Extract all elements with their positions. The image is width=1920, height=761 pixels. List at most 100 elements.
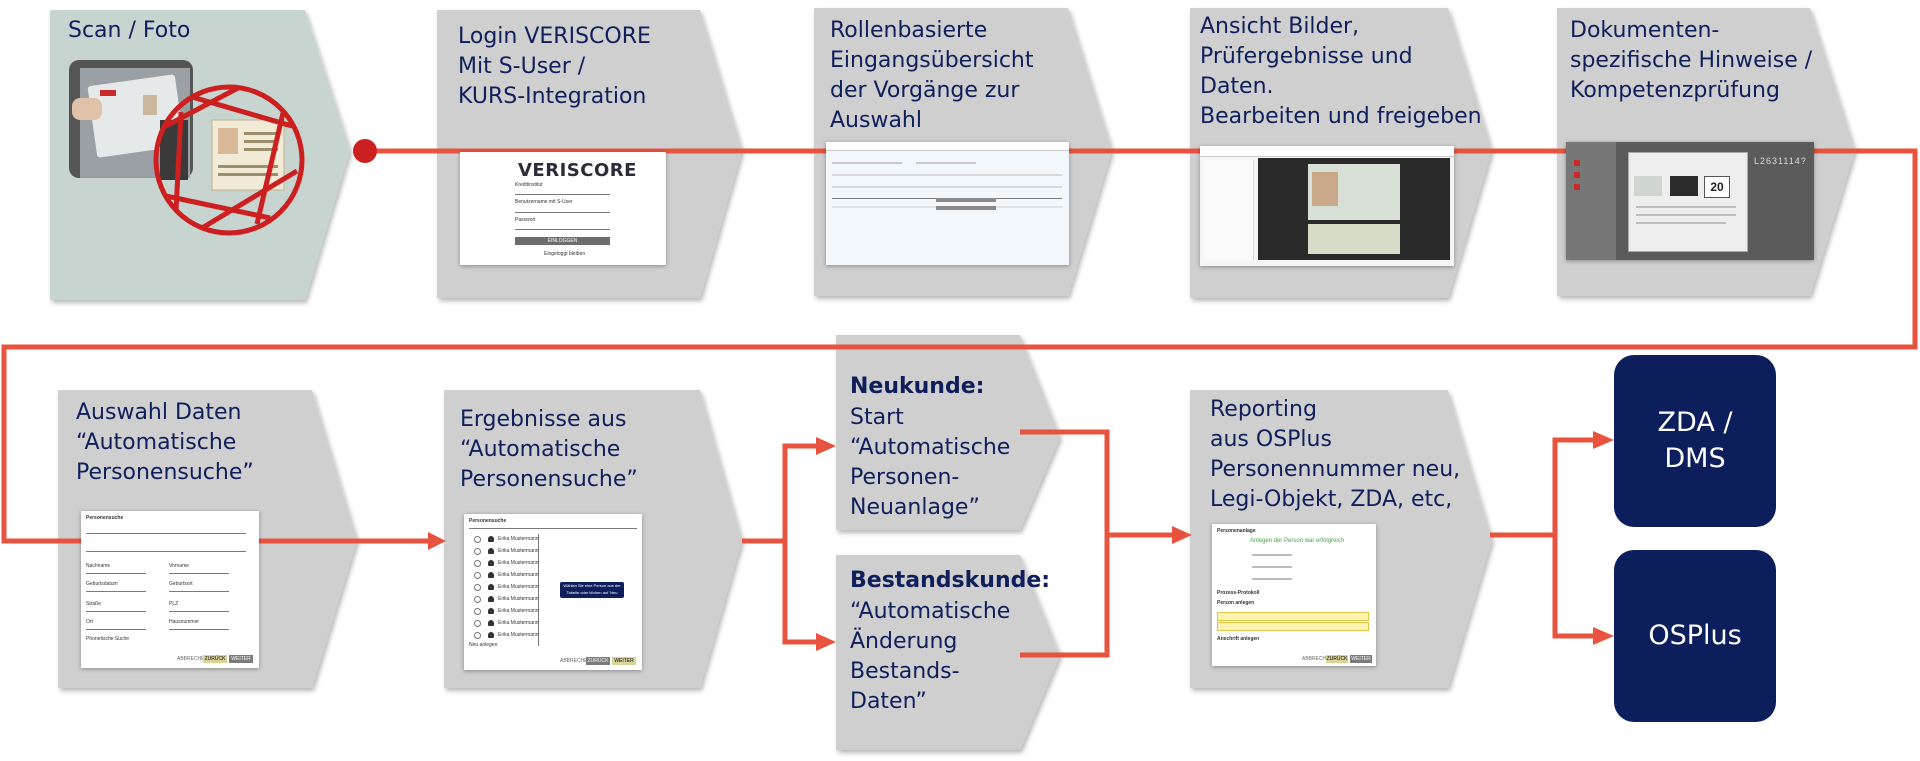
result-row-name: Erika Mustermann xyxy=(498,548,539,554)
person-icon xyxy=(488,560,494,566)
login-field-label: Passwort xyxy=(515,217,536,223)
person-icon xyxy=(488,596,494,602)
results-title: Personensuche xyxy=(469,518,507,524)
result-radio xyxy=(474,572,481,579)
stay-logged-in-checkbox: Eingeloggt bleiben xyxy=(544,251,586,257)
step-overview-label: Rollenbasierte Eingangsübersicht der Vor… xyxy=(830,18,1034,133)
login-button: EINLOGGEN xyxy=(515,237,610,245)
chevron-new-customer xyxy=(836,335,1060,530)
chevron-existing-customer xyxy=(836,555,1060,750)
result-row-name: Erika Mustermann xyxy=(498,584,539,590)
process-protocol-heading: Prozess-Protokoll xyxy=(1217,590,1260,596)
login-field-line xyxy=(515,212,610,213)
cancel-button: ABBRECHEN xyxy=(177,656,209,662)
step-search-results-label: Ergebnisse aus “Automatische Personensuc… xyxy=(460,407,638,492)
step-reporting-label: Reporting aus OSPlus Personennummer neu,… xyxy=(1210,397,1461,512)
review-screenshot xyxy=(1200,146,1454,266)
arrow-head-icon xyxy=(816,437,836,455)
step-existing-customer-label: “Automatische Änderung Bestands- Daten” xyxy=(850,599,1011,714)
arrow-head-icon xyxy=(428,532,446,550)
login-field-label: Kreditinstitut xyxy=(515,182,543,188)
arrow-head-icon xyxy=(816,633,836,651)
target-zda-dms: ZDA / DMS xyxy=(1614,355,1776,527)
form-field-label: PLZ xyxy=(169,601,179,607)
connector-split xyxy=(742,443,818,544)
result-row-name: Erika Mustermann xyxy=(498,572,539,578)
result-row-name: Erika Mustermann xyxy=(498,608,539,614)
step-new-customer-title: Neukunde: xyxy=(850,374,985,399)
person-search-results-screenshot: Personensuche Wählen Sie eine Person aus… xyxy=(464,514,642,670)
person-icon xyxy=(488,620,494,626)
success-banner: Anlegen der Person war erfolgreich xyxy=(1250,538,1345,544)
camera-aperture-icon xyxy=(153,84,305,236)
back-button: ZURÜCK xyxy=(1326,655,1348,663)
login-field-label: Benutzername mit S-User xyxy=(515,199,573,205)
address-create-heading: Anschrift anlegen xyxy=(1217,636,1260,642)
result-row-name: Erika Mustermann xyxy=(498,596,539,602)
form-field-label: Straße xyxy=(86,601,102,607)
next-button: WEITER xyxy=(1350,655,1372,663)
person-icon xyxy=(488,584,494,590)
back-button: ZURÜCK xyxy=(586,657,610,665)
create-new-checkbox: Neu anlegen xyxy=(469,642,498,648)
next-button: WEITER xyxy=(229,655,253,663)
person-icon xyxy=(488,572,494,578)
connector-split-lower xyxy=(782,541,818,645)
competence-screenshot: 20 L2631114? xyxy=(1566,142,1814,260)
cancel-button: ABBRECHEN xyxy=(1302,656,1334,662)
next-button: WEITER xyxy=(612,657,636,665)
veriscore-logo: VERISCORE xyxy=(518,160,637,181)
person-icon xyxy=(488,632,494,638)
form-field-label: Hausnummer xyxy=(169,619,200,625)
result-row-name: Erika Mustermann xyxy=(498,620,539,626)
start-dot-icon xyxy=(353,139,377,163)
result-radio xyxy=(474,632,481,639)
result-radio xyxy=(474,560,481,567)
form-field-label: Ort xyxy=(86,619,93,625)
selection-hint: Wählen Sie eine Person aus der Tabelle o… xyxy=(560,582,624,602)
form-field-label: Vorname xyxy=(169,563,190,569)
person-search-form-screenshot: Personensuche Nachname Vorname Geburtsda… xyxy=(81,511,259,668)
document-number: L2631114? xyxy=(1754,156,1807,166)
result-radio xyxy=(474,620,481,627)
arrow-head-icon xyxy=(1172,526,1192,544)
person-icon xyxy=(488,608,494,614)
arrow-head-icon xyxy=(1593,627,1614,645)
target-osplus: OSPlus xyxy=(1614,550,1776,722)
form-field-label: Nachname xyxy=(86,563,111,569)
step-competence-label: Dokumenten- spezifische Hinweise / Kompe… xyxy=(1570,18,1813,103)
connector-merge xyxy=(1020,429,1110,658)
login-screenshot: VERISCORE Kreditinstitut Benutzername mi… xyxy=(460,152,666,265)
result-radio xyxy=(474,536,481,543)
back-button: ZURÜCK xyxy=(203,655,227,663)
form-title: Personensuche xyxy=(86,515,124,521)
connector-fork xyxy=(1490,437,1595,538)
login-field-line xyxy=(515,194,610,195)
form-field-label: Geburtsdatum xyxy=(86,581,118,587)
person-creation-report-screenshot: Personenanlage Anlegen der Person war er… xyxy=(1212,524,1376,666)
person-create-heading: Person anlegen xyxy=(1217,600,1255,606)
arrow-head-icon xyxy=(1593,431,1614,449)
step-review-label: Ansicht Bilder, Prüfergebnisse und Daten… xyxy=(1200,14,1482,129)
result-row-name: Erika Mustermann xyxy=(498,536,539,542)
result-row-name: Erika Mustermann xyxy=(498,560,539,566)
step-new-customer-label: Start “Automatische Personen- Neuanlage” xyxy=(850,405,1011,520)
step-select-data-label: Auswahl Daten “Automatische Personensuch… xyxy=(76,400,254,485)
result-radio xyxy=(474,548,481,555)
age-indicator: 20 xyxy=(1704,176,1730,198)
form-field-label: Geburtsort xyxy=(169,581,193,587)
person-icon xyxy=(488,548,494,554)
report-title: Personenanlage xyxy=(1217,528,1256,534)
overview-screenshot xyxy=(826,142,1069,265)
step-scan-label: Scan / Foto xyxy=(68,18,191,43)
phonetic-search-checkbox: Phonetische Suche xyxy=(86,636,130,642)
step-login-label: Login VERISCORE Mit S-User / KURS-Integr… xyxy=(458,24,651,109)
login-field-line xyxy=(515,229,610,230)
result-row-name: Erika Mustermann xyxy=(498,632,539,638)
step-existing-customer-title: Bestandskunde: xyxy=(850,568,1051,593)
arrow-heads xyxy=(428,431,1614,651)
result-radio xyxy=(474,596,481,603)
connector-fork-lower xyxy=(1552,535,1595,639)
result-radio xyxy=(474,608,481,615)
person-icon xyxy=(488,536,494,542)
